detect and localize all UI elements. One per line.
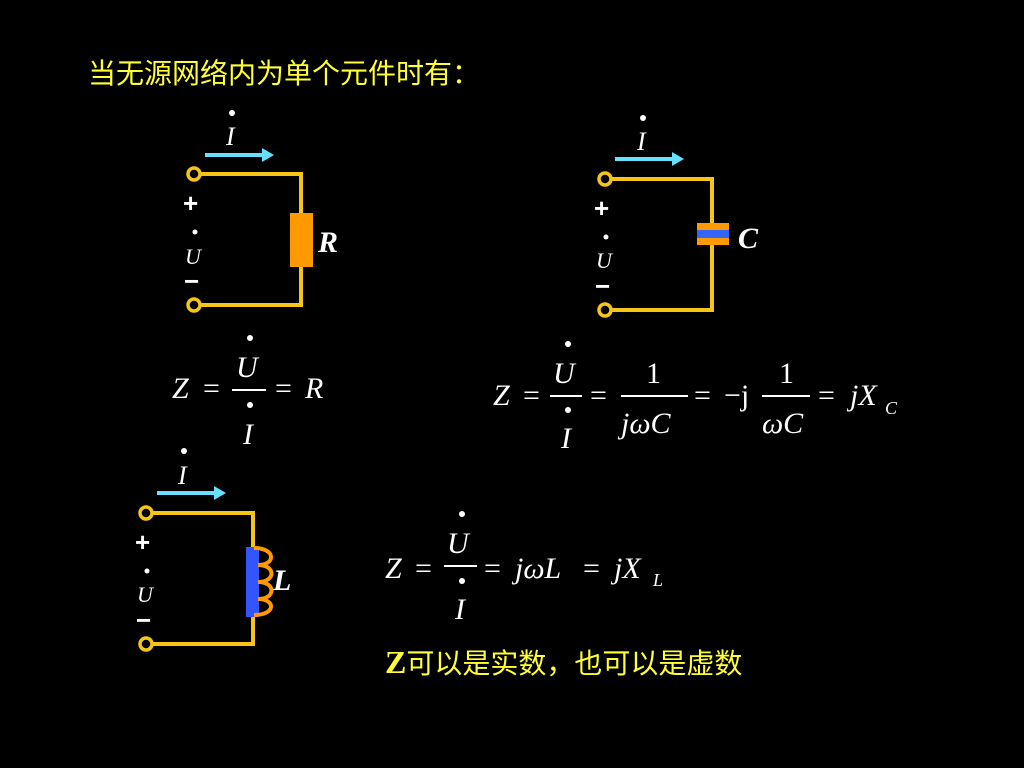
phasor-dot	[459, 511, 465, 517]
negative-j: −j	[724, 379, 749, 412]
jx-term: jX	[610, 552, 642, 585]
capacitor-label: C	[738, 222, 759, 255]
denominator-i: I	[242, 418, 255, 451]
phasor-dot	[247, 402, 253, 408]
subscript-l: L	[652, 570, 663, 590]
result-r: R	[304, 372, 323, 405]
footer-z: Z	[385, 644, 407, 680]
resistor-element	[290, 213, 313, 267]
phasor-dot	[229, 110, 235, 116]
equals-sign: =	[818, 379, 835, 412]
z-symbol: Z	[493, 379, 510, 412]
numerator-u: U	[236, 351, 260, 384]
current-arrow-head	[672, 152, 684, 166]
wire	[152, 511, 255, 548]
z-symbol: Z	[172, 372, 189, 405]
equals-sign: =	[484, 552, 501, 585]
current-symbol: I	[225, 122, 236, 151]
terminal-bottom	[138, 636, 154, 652]
equals-sign: =	[583, 552, 600, 585]
equals-sign: =	[694, 379, 711, 412]
inductor-circuit: I L + U −	[135, 448, 291, 652]
equals-sign: =	[275, 372, 292, 405]
inductor-label: L	[272, 564, 291, 597]
footer-text: 可以是实数，也可以是虚数	[406, 647, 743, 680]
phasor-dot	[603, 234, 609, 240]
voltage-symbol: U	[596, 248, 614, 273]
current-symbol: I	[177, 461, 188, 490]
voltage-symbol: U	[185, 244, 203, 269]
phasor-dot	[565, 407, 571, 413]
terminal-top	[597, 171, 613, 187]
resistor-label: R	[317, 226, 338, 259]
phasor-dot	[459, 578, 465, 584]
equals-sign: =	[203, 372, 220, 405]
capacitor-circuit: I C + U −	[594, 115, 759, 318]
inductor-coil	[253, 546, 274, 617]
minus-sign: −	[595, 271, 610, 301]
wire	[611, 177, 714, 224]
phasor-dot	[181, 448, 187, 454]
phasor-dot	[144, 568, 150, 574]
z-symbol: Z	[385, 552, 402, 585]
capacitor-impedance-formula: Z = U I = 1 jωC = −j 1 ωC = jX C	[493, 341, 898, 455]
resistor-impedance-formula: Z = U I = R	[172, 335, 323, 451]
minus-sign: −	[136, 605, 151, 635]
capacitor-dielectric	[697, 230, 729, 238]
denominator-i: I	[454, 593, 467, 626]
inductor-core	[246, 547, 259, 617]
fraction2-denominator: ωC	[762, 407, 804, 440]
voltage-symbol: U	[137, 582, 155, 607]
resistor-circuit: I R + U −	[183, 110, 338, 313]
minus-sign: −	[184, 266, 199, 296]
plus-sign: +	[183, 188, 198, 218]
terminal-top	[138, 505, 154, 521]
wire	[200, 172, 303, 307]
subscript-c: C	[885, 398, 898, 418]
inductor-impedance-formula: Z = U I = jωL = jX L	[385, 511, 663, 626]
terminal-bottom	[186, 297, 202, 313]
wire	[611, 245, 714, 312]
capacitor-plate-top	[697, 223, 729, 230]
denominator-i: I	[560, 422, 573, 455]
current-symbol: I	[636, 127, 647, 156]
phasor-dot	[192, 229, 198, 235]
footer-note: Z可以是实数，也可以是虚数	[385, 642, 742, 682]
numerator-u: U	[447, 527, 471, 560]
phasor-dot	[565, 341, 571, 347]
fraction1-numerator: 1	[646, 357, 661, 390]
jx-term: jX	[846, 379, 878, 412]
wire	[152, 614, 255, 646]
current-arrow-head	[214, 486, 226, 500]
numerator-u: U	[553, 357, 577, 390]
terminal-top	[186, 166, 202, 182]
equals-sign: =	[415, 552, 432, 585]
capacitor-plate-bottom	[697, 238, 729, 245]
phasor-dot	[640, 115, 646, 121]
fraction1-denominator: jωC	[617, 407, 672, 440]
equals-sign: =	[590, 379, 607, 412]
current-arrow-head	[262, 148, 274, 162]
plus-sign: +	[594, 193, 609, 223]
equals-sign: =	[523, 379, 540, 412]
phasor-dot	[247, 335, 253, 341]
fraction2-numerator: 1	[779, 357, 794, 390]
page-title: 当无源网络内为单个元件时有：	[88, 57, 481, 90]
terminal-bottom	[597, 302, 613, 318]
plus-sign: +	[135, 527, 150, 557]
jwl-term: jωL	[511, 552, 561, 585]
